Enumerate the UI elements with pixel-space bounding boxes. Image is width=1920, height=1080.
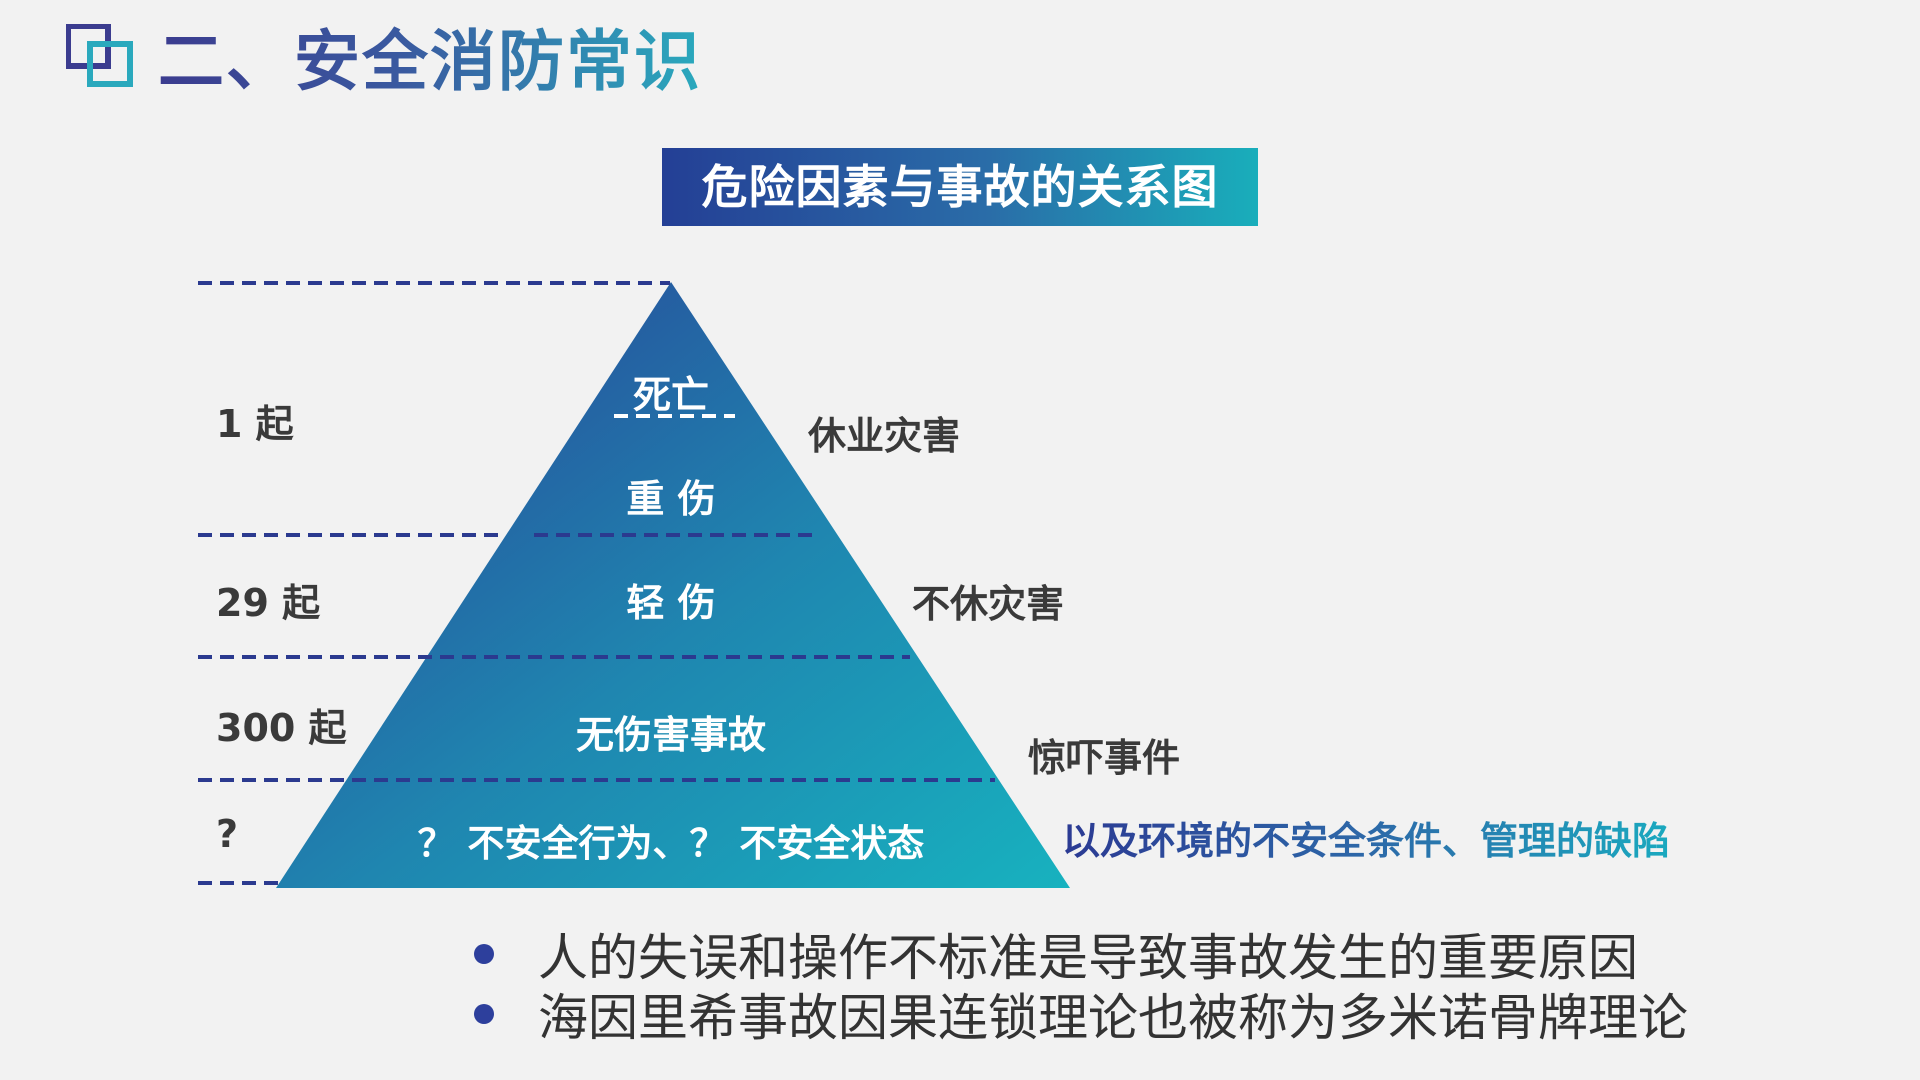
layer-death: 死亡 bbox=[632, 373, 709, 417]
pyramid-shape bbox=[276, 282, 1070, 888]
bullet-text: 海因里希事故因果连锁理论也被称为多米诺骨牌理论 bbox=[538, 989, 1688, 1047]
layer-no-injury: 无伤害事故 bbox=[575, 713, 766, 757]
category-no-lost-time: 不休灾害 bbox=[912, 582, 1065, 626]
environment-management-label: 以及环境的不安全条件、管理的缺陷 bbox=[1062, 810, 1670, 865]
bullet-dot-icon bbox=[474, 1004, 494, 1024]
bullet-item: 海因里希事故因果连锁理论也被称为多米诺骨牌理论 bbox=[474, 978, 1688, 1050]
layer-unsafe: ？ 不安全行为、？ 不安全状态 bbox=[417, 822, 925, 865]
squares-icon bbox=[66, 24, 133, 87]
bullet-item: 人的失误和操作不标准是导致事故发生的重要原因 bbox=[474, 918, 1638, 990]
category-lost-time: 休业灾害 bbox=[808, 414, 961, 458]
diagram-title: 危险因素与事故的关系图 bbox=[662, 148, 1258, 226]
count-unknown: ? bbox=[216, 812, 239, 856]
count-death: 1 起 bbox=[216, 402, 294, 446]
layer-serious-injury: 重 伤 bbox=[626, 477, 716, 521]
count-no-injury: 300 起 bbox=[216, 706, 347, 750]
bullet-dot-icon bbox=[474, 944, 494, 964]
page-title: 二、安全消防常识 bbox=[158, 23, 702, 100]
layer-minor-injury: 轻 伤 bbox=[626, 581, 716, 625]
category-near-miss: 惊吓事件 bbox=[1028, 736, 1181, 780]
bullet-text: 人的失误和操作不标准是导致事故发生的重要原因 bbox=[538, 929, 1638, 987]
count-minor: 29 起 bbox=[216, 581, 321, 625]
